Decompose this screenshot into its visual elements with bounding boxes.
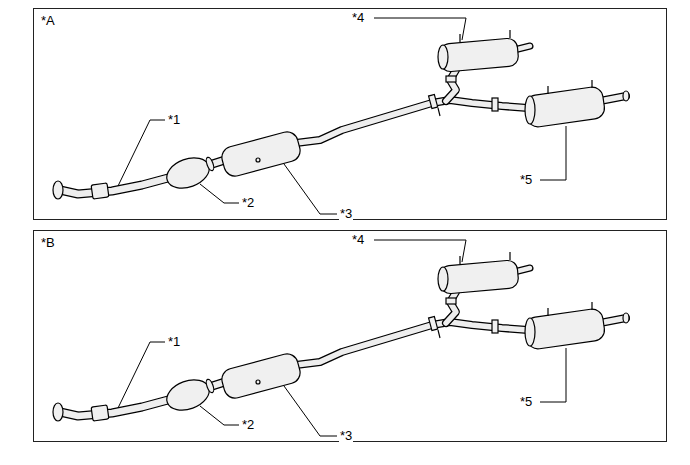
callout-number: *4: [351, 233, 365, 247]
callout-number: *3: [339, 429, 353, 443]
callout-number: *2: [241, 196, 255, 210]
panel-label: *B: [34, 231, 55, 250]
callout-number: *5: [519, 395, 533, 409]
callout-number: *1: [167, 335, 181, 349]
figure-panel: *A: [33, 8, 667, 220]
exhaust-system-b: [53, 240, 629, 436]
callout-number: *1: [167, 113, 181, 127]
figure-panel: *B: [33, 230, 667, 442]
callout-number: *5: [519, 173, 533, 187]
callout-number: *3: [339, 207, 353, 221]
callout-number: *4: [351, 11, 365, 25]
callout-number: *2: [241, 418, 255, 432]
exhaust-system-a: [53, 18, 629, 214]
panel-label: *A: [34, 9, 55, 28]
